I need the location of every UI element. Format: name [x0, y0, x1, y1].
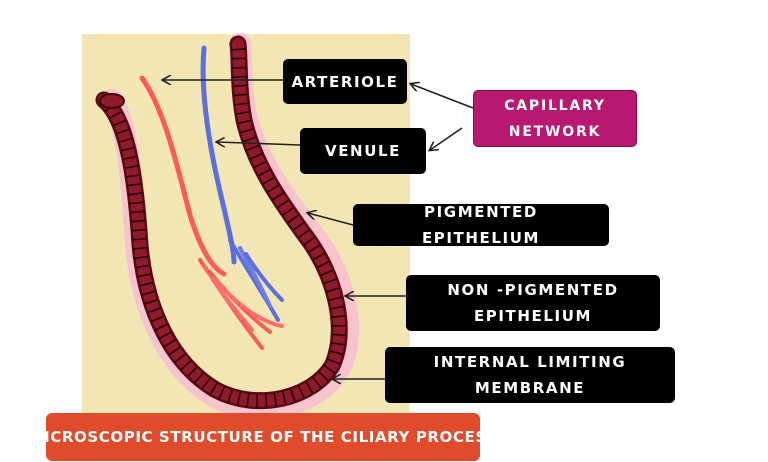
arteriole-branch: [212, 276, 284, 328]
venule-branch: [244, 252, 284, 302]
venule-branch: [238, 246, 272, 308]
non-pigmented-epithelium-label: NON -PIGMENTED EPITHELIUM: [406, 275, 660, 331]
arrow-icon: [411, 84, 474, 109]
arteriole-label: ARTERIOLE: [283, 59, 407, 104]
pigmented-epithelium-layer: [98, 38, 346, 407]
capillary-network-label: CAPILLARY NETWORK: [473, 90, 637, 147]
process-tip: [99, 93, 125, 109]
internal-limiting-membrane-label: INTERNAL LIMITING MEMBRANE: [385, 347, 675, 403]
arteriole-vessel: [139, 75, 227, 277]
pigmented-epithelium-label: PIGMENTED EPITHELIUM: [353, 203, 609, 247]
arrow-icon: [430, 127, 463, 150]
venule-label: VENULE: [300, 128, 426, 174]
arrow-icon: [217, 142, 301, 145]
arrow-icon: [308, 213, 354, 226]
page-title: MICROSCOPIC STRUCTURE OF THE CILIARY PRO…: [29, 413, 497, 461]
venule-branch: [228, 238, 280, 322]
